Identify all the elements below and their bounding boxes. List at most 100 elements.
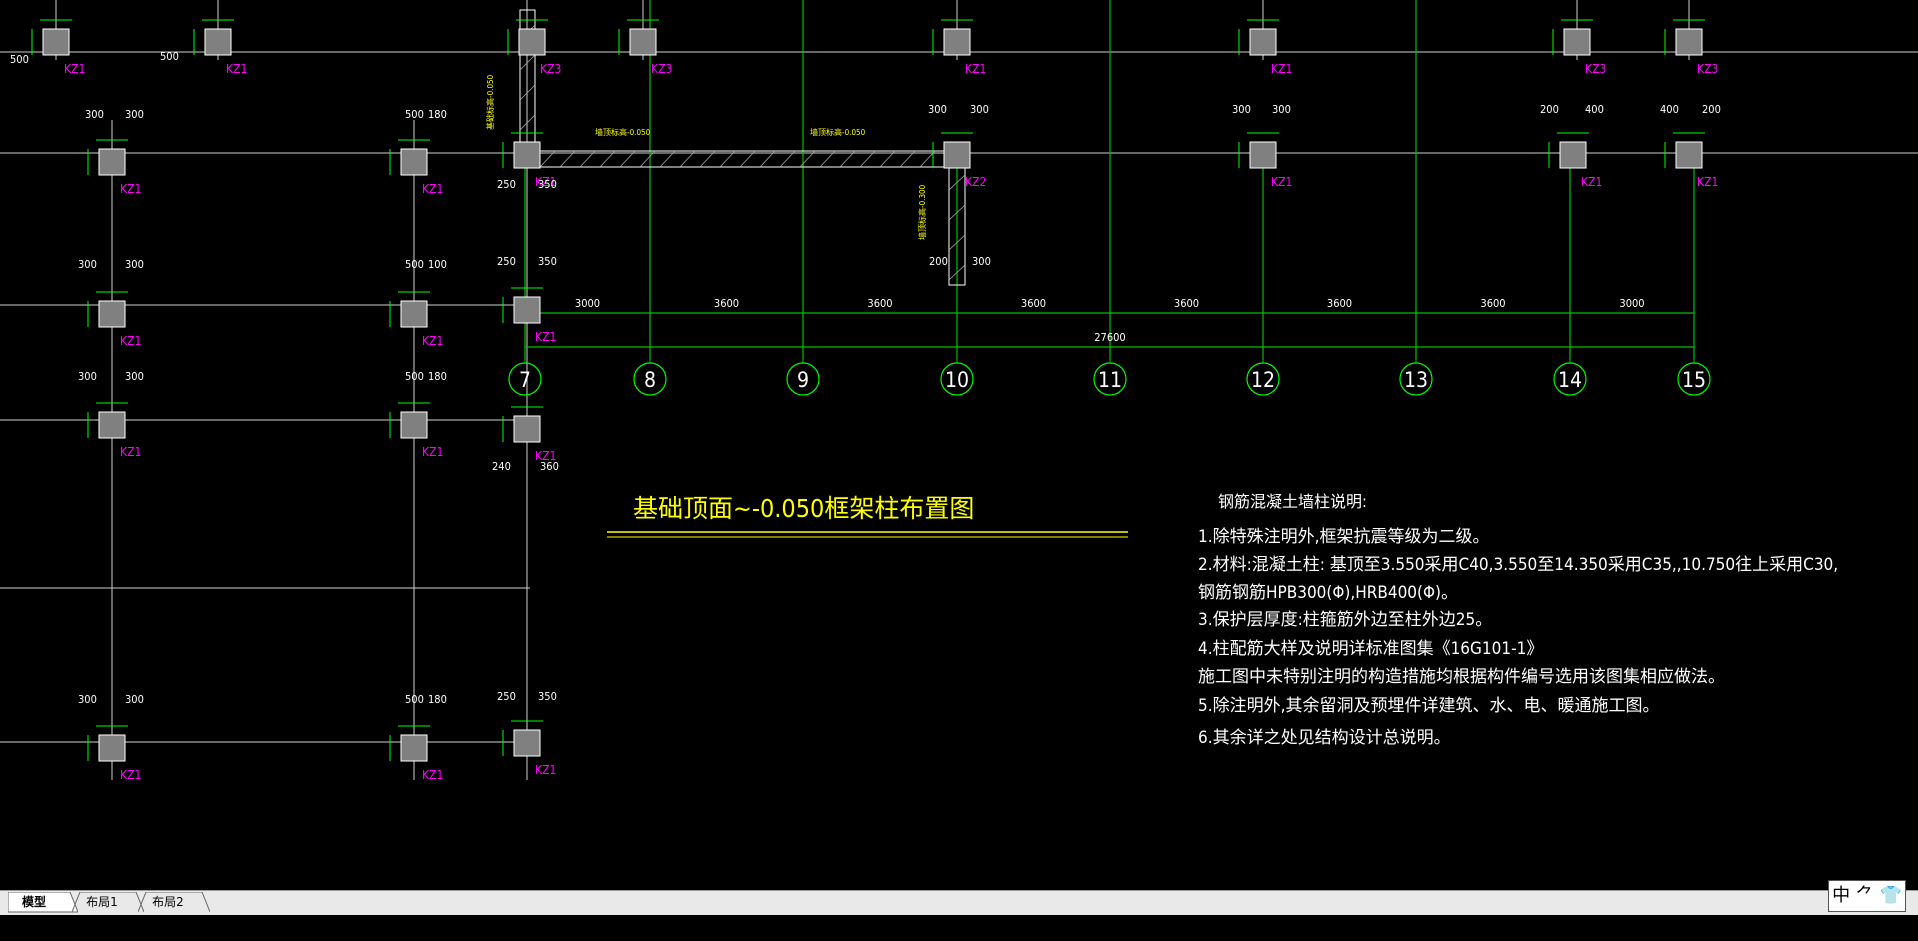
column-8	[98, 148, 126, 176]
axis-number-9: 9	[797, 368, 809, 392]
svg-text:墙顶标高-0.300: 墙顶标高-0.300	[917, 184, 927, 240]
dimension-value: 500	[405, 693, 424, 706]
axis-number-13: 13	[1404, 368, 1428, 392]
dimension-value: 200	[929, 255, 948, 268]
drawing-title: 基础顶面~-0.050框架柱布置图	[633, 494, 974, 523]
dimension-value: 300	[78, 693, 97, 706]
tab-layout-1[interactable]: 布局1	[72, 892, 144, 913]
axis-bubble-12	[1246, 362, 1280, 396]
span-dimension: 3600	[867, 297, 892, 310]
tab-model[interactable]: 模型	[8, 892, 78, 913]
column-label: KZ1	[120, 768, 141, 782]
dimension-value: 250	[497, 178, 516, 191]
svg-text:基础标高-0.050: 基础标高-0.050	[485, 74, 495, 130]
layout-tab-bar: 模型 布局1 布局2	[0, 890, 1918, 915]
column-22	[400, 734, 428, 762]
column-3	[629, 28, 657, 56]
column-label: KZ2	[965, 175, 986, 189]
column-18	[98, 411, 126, 439]
axis-bubble-7	[508, 362, 542, 396]
column-10	[513, 141, 541, 169]
tab-model-label: 模型	[21, 895, 46, 909]
column-9	[400, 148, 428, 176]
tab-layout-2-label: 布局2	[152, 895, 184, 909]
column-5	[1249, 28, 1277, 56]
column-16	[400, 300, 428, 328]
axis-bubble-15	[1677, 362, 1711, 396]
column-23	[513, 729, 541, 757]
dimension-value: 300	[1232, 103, 1251, 116]
dimension-value: 300	[78, 370, 97, 383]
dimension-value: 180	[428, 370, 447, 383]
note-line: 钢筋钢筋HPB300(Φ),HRB400(Φ)。	[1198, 583, 1458, 603]
dimension-value: 200	[1702, 103, 1721, 116]
column-12	[1249, 141, 1277, 169]
column-4	[943, 28, 971, 56]
dimension-value: 500	[405, 108, 424, 121]
notes-block: 1.除特殊注明外,框架抗震等级为二级。2.材料:混凝土柱: 基顶至3.550采用…	[1198, 527, 1838, 748]
total-dimension: 27600	[1094, 331, 1125, 344]
elevation-notes: 基础标高-0.050 墙顶标高-0.050 墙顶标高-0.050 墙顶标高-0.…	[485, 74, 927, 240]
dimension-value: 180	[428, 693, 447, 706]
span-dimension: 3600	[714, 297, 739, 310]
column-14	[1675, 141, 1703, 169]
dimension-value: 300	[125, 108, 144, 121]
axis-number-8: 8	[644, 368, 656, 392]
dimension-value: 200	[1540, 103, 1559, 116]
column-label: KZ1	[535, 330, 556, 344]
column-label: KZ1	[120, 182, 141, 196]
dimension-value: 180	[428, 108, 447, 121]
column-6	[1563, 28, 1591, 56]
column-label: KZ1	[1581, 175, 1602, 189]
tab-layout-2[interactable]: 布局2	[138, 892, 210, 913]
column-label: KZ1	[422, 334, 443, 348]
axis-bubble-10	[940, 362, 974, 396]
column-label: KZ1	[1271, 62, 1292, 76]
column-label: KZ1	[965, 62, 986, 76]
column-21	[98, 734, 126, 762]
dimension-value: 300	[970, 103, 989, 116]
note-line: 5.除注明外,其余留洞及预埋件详建筑、水、电、暖通施工图。	[1198, 696, 1659, 716]
axis-number-7: 7	[519, 368, 531, 392]
column-label: KZ1	[535, 763, 556, 777]
span-dimension: 3600	[1021, 297, 1046, 310]
column-label: KZ1	[226, 62, 247, 76]
note-line: 1.除特殊注明外,框架抗震等级为二级。	[1198, 527, 1489, 547]
column-label: KZ1	[422, 182, 443, 196]
axis-bubble-11	[1093, 362, 1127, 396]
column-20	[513, 415, 541, 443]
column-11	[943, 141, 971, 169]
column-7	[1675, 28, 1703, 56]
axis-bubble-8	[633, 362, 667, 396]
column-15	[98, 300, 126, 328]
dimension-value: 300	[928, 103, 947, 116]
span-dimension: 3600	[1327, 297, 1352, 310]
dimension-value: 360	[540, 460, 559, 473]
column-label: KZ1	[1271, 175, 1292, 189]
axis-number-15: 15	[1682, 368, 1706, 392]
span-dimension: 3000	[575, 297, 600, 310]
note-line: 施工图中未特别注明的构造措施均根据构件编号选用该图集相应做法。	[1198, 667, 1725, 687]
dimension-value: 250	[497, 690, 516, 703]
dimension-value: 350	[538, 690, 557, 703]
column-label: KZ3	[1697, 62, 1718, 76]
dimension-value: 240	[492, 460, 511, 473]
dimension-value: 250	[497, 255, 516, 268]
column-label: KZ1	[120, 334, 141, 348]
axis-number-14: 14	[1558, 368, 1582, 392]
dimension-value: 300	[1272, 103, 1291, 116]
svg-text:墙顶标高-0.050: 墙顶标高-0.050	[595, 127, 651, 137]
axis-number-12: 12	[1251, 368, 1275, 392]
column-label: KZ1	[1697, 175, 1718, 189]
dimension-value: 300	[125, 693, 144, 706]
svg-text:墙顶标高-0.050: 墙顶标高-0.050	[810, 127, 866, 137]
notes-title: 钢筋混凝土墙柱说明:	[1218, 492, 1367, 511]
dimension-value: 500	[405, 370, 424, 383]
column-0	[42, 28, 70, 56]
ime-indicator[interactable]: 中 ⺈ 👕 ⟳	[1828, 880, 1906, 936]
dimension-value: 400	[1660, 103, 1679, 116]
axis-number-11: 11	[1098, 368, 1122, 392]
